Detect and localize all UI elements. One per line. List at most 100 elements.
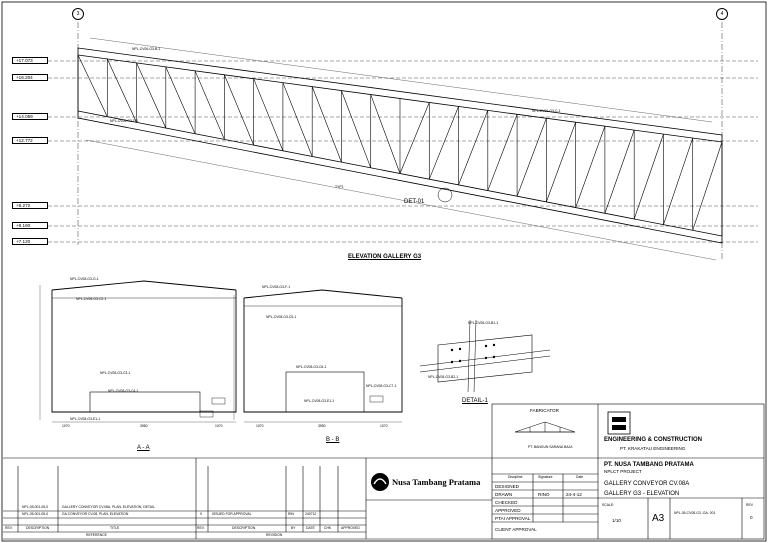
truss-diagonal: [487, 114, 518, 191]
section-note: NPL-CV08-G3-C7-1: [366, 384, 397, 388]
signoff-name: RINO: [538, 492, 550, 497]
reference-title: GALLERY CONVEYOR CV.08A, PLAN, ELEVATION…: [62, 505, 155, 509]
truss-diagonal: [575, 126, 606, 208]
signoff-label: CLIENT APPROVAL: [495, 527, 537, 532]
dimension: 3950: [140, 424, 148, 428]
fabricator-label: FABRICATOR: [530, 408, 559, 413]
column-header: DESCRIPTION: [26, 526, 50, 530]
truss-diagonal: [399, 102, 430, 174]
reference-group-header: REFERENCE: [86, 533, 107, 537]
revision-date: 240712: [305, 512, 317, 516]
signoff-label: CHECKED: [495, 500, 518, 505]
level-tag: +8.160: [12, 222, 48, 229]
signoff-date: 24-4-12: [566, 492, 582, 497]
column-header: APPROVED: [341, 526, 360, 530]
truss-diagonal: [663, 137, 694, 225]
level-tag: +14.059: [12, 113, 48, 120]
signoff-header: Signature: [538, 475, 553, 479]
truss-diagonal: [458, 110, 489, 185]
level-tag: +16.204: [12, 74, 48, 81]
truss-diagonal: [428, 106, 459, 180]
drawing-title: GALLERY CONVEYOR CV.08A: [604, 481, 690, 487]
section-note: NPL-CV08-G3-E1-1: [70, 417, 101, 421]
rev-label: REV: [746, 503, 753, 507]
drawing-subtitle: GALLERY G3 - ELEVATION: [604, 491, 680, 497]
truss-diagonal: [311, 86, 342, 163]
revision-description: ISSUED FOR APPROVAL: [212, 512, 252, 516]
scale-value: 1/10: [612, 518, 621, 523]
krakatau-logo-icon: [607, 411, 631, 435]
section-note: NPL-CV08-G3-G-1: [70, 277, 99, 281]
grid-bubble-right: 4: [716, 8, 728, 20]
owner-logo-text: Nusa Tambang Pratama: [392, 477, 481, 487]
truss-diagonal: [282, 82, 313, 157]
consultant-name: PT. KRAKATAU ENGINEERING: [620, 446, 686, 451]
signoff-header: Date: [576, 475, 584, 479]
revision-group-header: REVISION: [266, 533, 283, 537]
detail-callout-label: DET-01: [404, 199, 425, 205]
client-name: PT. NUSA TAMBANG PRATAMA: [604, 462, 694, 468]
consultant-title: ENGINEERING & CONSTRUCTION: [604, 437, 703, 443]
drawing-number: NPL-05-CV08-G3 -GA- 001: [674, 511, 716, 515]
sheet-size: A3: [652, 513, 665, 524]
column-header: BY: [291, 526, 296, 530]
detail1-drawing: [419, 319, 551, 393]
truss-diagonal: [633, 133, 664, 220]
nusa-logo-icon: [371, 473, 389, 491]
truss-diagonal: [604, 130, 635, 214]
elevation-note: NPL-CV06-G3-C-1: [532, 109, 561, 113]
section-aa-title: A - A: [137, 445, 150, 451]
rev-value: 0: [750, 515, 753, 520]
truss-diagonal: [341, 90, 372, 168]
column-header: DATE: [306, 526, 315, 530]
truss-diagonal: [107, 58, 137, 123]
dimension: 1070: [215, 424, 223, 428]
reference-number: NPL-05-001-05-0: [22, 505, 49, 509]
signoff-label: APPROVED: [495, 508, 521, 513]
column-header: DESCRIPTION: [232, 526, 256, 530]
section-aa-drawing: [39, 280, 237, 423]
section-note: NPL-CV08-G3-C5-1: [266, 315, 297, 319]
signoff-label: PTAI APPROVAL: [495, 516, 531, 521]
truss-diagonal: [692, 141, 723, 231]
detail-callout-circle: [437, 187, 453, 203]
dimension: 3950: [318, 424, 326, 428]
grid-bubble-left: 3: [72, 8, 84, 20]
column-header: TITLE: [110, 526, 120, 530]
section-note: NPL-CV08-G3-C2-1: [76, 297, 107, 301]
column-header: REV.: [5, 526, 13, 530]
dimension: 1070: [62, 424, 70, 428]
level-tag: +17.073: [12, 57, 48, 64]
level-lines: [48, 60, 758, 243]
signoff-label: DESIGNED: [495, 484, 519, 489]
truss-diagonal: [370, 94, 401, 174]
signoff-label: DRAWN: [495, 492, 513, 497]
revision-number: 0: [200, 512, 202, 516]
section-note: NPL-CV08-G3-C6-1: [296, 365, 327, 369]
section-note: NPL-CV08-G3-C3-1: [100, 371, 131, 375]
fabricator-logo-icon: [514, 421, 576, 433]
revision-by: RIN: [288, 512, 294, 516]
detail-note: NPL-CV08-G3-B1-1: [468, 321, 499, 325]
truss-diagonal: [194, 70, 225, 140]
elevation-note: NPL-CV06-G3-D-1: [110, 119, 139, 123]
dimension: 1070: [380, 424, 388, 428]
truss-diagonal: [516, 118, 547, 197]
elevation-note: NPL-CV06-G3-B-1: [132, 47, 161, 51]
reference-number: NPL-05-001-05-0: [22, 512, 49, 516]
level-tag: +7.120: [12, 238, 48, 245]
reference-title: GA CONVEYOR CV.08, PLAN, ELEVATION: [62, 512, 129, 516]
truss-diagonal: [224, 74, 254, 146]
title-block-lines: [3, 403, 765, 540]
truss-diagonal: [546, 122, 576, 203]
level-tag: +8.272: [12, 202, 48, 209]
dimension: 1070: [256, 424, 264, 428]
column-header: CHK: [324, 526, 332, 530]
truss-diagonal: [77, 54, 108, 117]
section-note: NPL-CV08-G3-C4-1: [108, 389, 139, 393]
level-tag: +12.772: [12, 137, 48, 144]
project-name: NPLCT PROJECT: [604, 469, 642, 474]
detail1-title: DETAIL-1: [462, 398, 488, 404]
elevation-note: TYP1: [335, 185, 344, 189]
